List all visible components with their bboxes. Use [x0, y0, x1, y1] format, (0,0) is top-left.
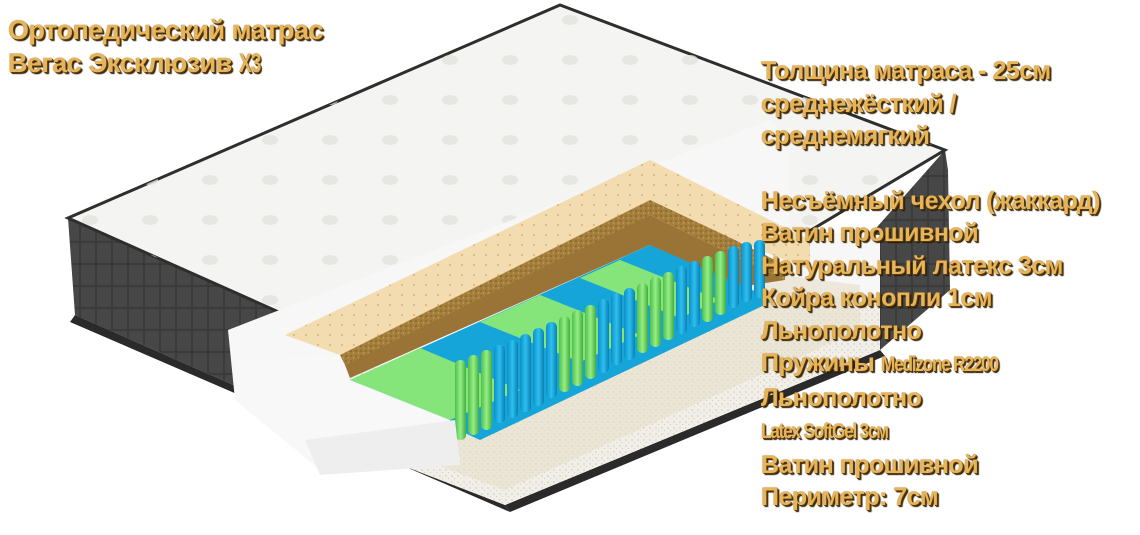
spec-firmness-2: среднемягкий: [761, 122, 930, 150]
spec-thickness: Толщина матраса - 25см: [761, 57, 1051, 85]
layer-item-softgel: Latex SoftGel 3см: [761, 414, 1100, 449]
layer-item-springs: Пружины Medizone R2200: [761, 347, 1100, 382]
spring-block: [350, 240, 775, 440]
layer-item: Натуральный латекс 3см: [761, 251, 1063, 280]
layer-item: Льнополотно: [761, 316, 922, 345]
product-title: Ортопедический матрас Вегас Эксклюзив X3: [8, 14, 324, 80]
layer-item: Периметр: 7см: [761, 483, 939, 511]
layer-softgel-label: Latex SoftGel 3см: [761, 420, 889, 443]
layer-item: Льнополотно: [761, 383, 922, 412]
title-line-1: Ортопедический матрас: [8, 15, 324, 45]
title-line-2: Вегас Эксклюзив X3: [8, 47, 323, 80]
spec-firmness-1: среднежёсткий /: [761, 89, 957, 118]
layer-item: Ватин прошивной: [761, 450, 979, 479]
mattress-side-right: [870, 150, 950, 350]
layer-springs-label: Пружины: [761, 349, 881, 377]
title-line-2-name: Вегас Эксклюзив: [8, 48, 239, 78]
layer-springs-model: Medizone R2200: [880, 353, 999, 376]
layer-item: Ватин прошивной: [761, 219, 979, 247]
layer-item: Койра конопли 1см: [761, 284, 992, 312]
specs-list: Толщина матраса - 25см среднежёсткий / с…: [761, 55, 1100, 514]
layer-item: Несъёмный чехол (жаккард): [761, 186, 1100, 215]
title-model: X3: [238, 48, 261, 78]
